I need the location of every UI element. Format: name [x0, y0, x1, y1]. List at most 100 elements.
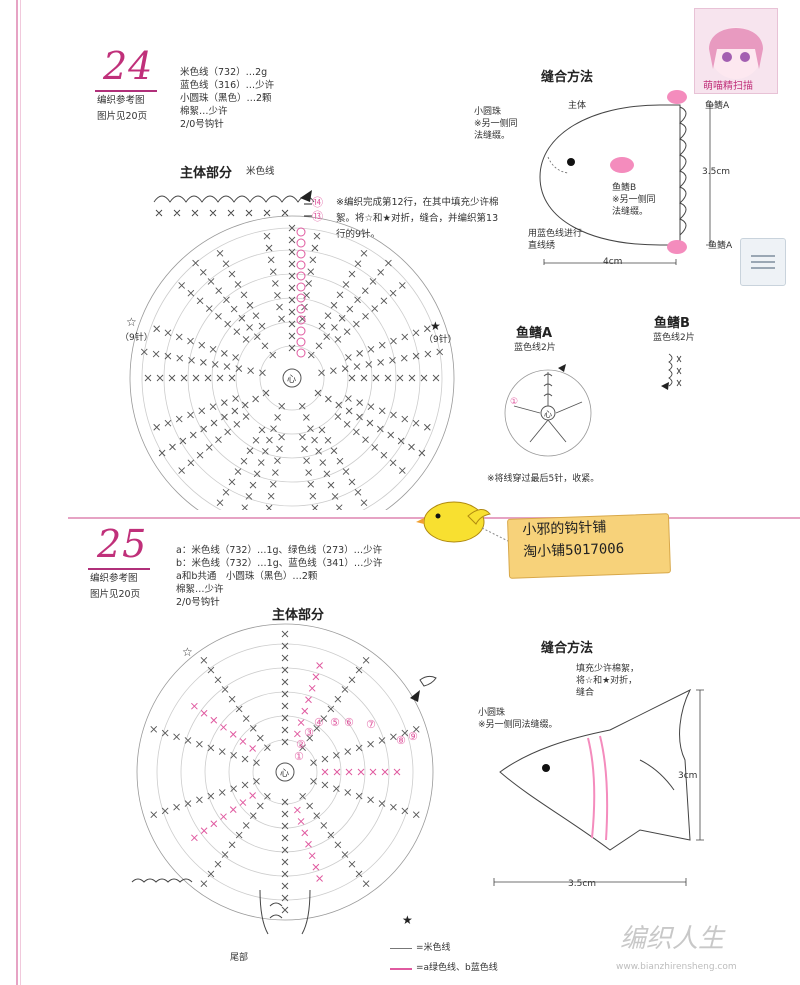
stitch-mark	[281, 714, 289, 722]
stitch-mark	[341, 686, 349, 693]
stitch-mark	[327, 481, 335, 489]
stitch-mark	[205, 444, 213, 451]
legend-beige-line	[390, 948, 412, 949]
stitch-mark	[348, 676, 356, 684]
stitch-mark	[233, 420, 241, 428]
stitch-mark	[408, 443, 415, 451]
stitch-mark	[224, 428, 231, 436]
stitch-mark	[397, 437, 405, 445]
stitch-mark	[360, 374, 368, 382]
stitch-mark	[312, 673, 320, 681]
right-stitch-count: （9针）	[424, 333, 457, 345]
stitch-mark	[207, 278, 215, 285]
stitch-mark	[253, 759, 260, 767]
stitch-mark	[264, 792, 271, 800]
sew-fin-a-top-label: 鱼鳍A	[705, 101, 730, 111]
stitch-mark	[307, 351, 315, 359]
stitch-mark	[398, 467, 406, 474]
stitch-mark	[311, 504, 319, 510]
stitch-mark	[161, 729, 169, 737]
stitch-mark	[288, 332, 296, 340]
center-label: 心	[280, 768, 289, 779]
stitch-mark	[330, 367, 337, 375]
stitch-mark	[278, 315, 285, 323]
material-item: 棉絮…少许	[176, 584, 224, 595]
stitch-mark	[281, 858, 289, 866]
white-star-icon: ☆	[126, 315, 137, 329]
page-margin-line	[16, 0, 18, 985]
fin-a-center: 心	[544, 410, 552, 419]
stitch-mark	[288, 260, 296, 268]
stitch-mark	[270, 425, 277, 433]
stitch-mark	[367, 796, 374, 804]
stitch-mark	[281, 654, 289, 662]
stitch-mark	[369, 278, 377, 285]
stitch-mark	[299, 792, 306, 800]
stitch-mark	[333, 785, 340, 793]
stitch-mark	[281, 690, 289, 698]
stitch-mark	[377, 425, 384, 433]
avatar-caption: 萌喵精扫描	[703, 79, 753, 92]
stitch-mark	[385, 259, 392, 267]
fin-b-diagram	[661, 353, 682, 390]
stitch-mark	[301, 829, 309, 837]
stitch-mark	[276, 303, 283, 311]
stitch-mark	[319, 459, 327, 466]
stitch-mark	[210, 820, 218, 828]
stitch-mark	[262, 447, 269, 455]
fin-a-subtitle: 蓝色线2片	[514, 343, 556, 353]
stitch-mark	[221, 851, 229, 858]
stitch-mark	[249, 481, 257, 489]
stitch-mark	[330, 447, 338, 455]
stitch-mark	[246, 447, 254, 455]
stitch-mark	[353, 363, 361, 370]
stitch-mark	[179, 437, 187, 445]
stitch-mark	[200, 425, 207, 433]
stitch-mark	[334, 336, 342, 343]
stitch-mark	[200, 827, 208, 835]
material-item: 米色线（732）…2g	[180, 67, 268, 78]
stitch-mark	[216, 374, 224, 382]
stitch-mark	[378, 407, 386, 415]
stitch-mark	[262, 389, 270, 397]
pattern-24-main-title: 主体部分	[180, 166, 233, 181]
stitch-mark	[367, 403, 375, 411]
stitch-mark	[264, 744, 271, 752]
stitch-mark	[274, 457, 281, 465]
stitch-mark	[281, 726, 289, 734]
material-item: 小圆珠（黑色）…2颗	[180, 93, 272, 104]
stitch-mark	[377, 359, 384, 366]
stitch-mark	[346, 305, 354, 313]
stitch-mark	[401, 415, 409, 423]
stitch-mark	[176, 354, 184, 362]
stitch-mark	[336, 457, 344, 465]
stitch-mark	[321, 781, 329, 789]
stitch-mark	[281, 906, 289, 914]
stitch-mark	[191, 834, 198, 842]
stitch-mark	[389, 289, 397, 297]
stitch-mark	[345, 407, 353, 415]
stitch-mark	[209, 345, 217, 353]
stitch-mark	[342, 281, 350, 288]
stitch-mark	[252, 437, 260, 444]
stitch-mark	[315, 342, 323, 350]
stitch-mark	[265, 504, 273, 510]
stitch-mark	[187, 411, 194, 419]
stitch-mark	[307, 268, 315, 275]
stitch-mark	[371, 305, 379, 312]
stitch-mark	[234, 468, 242, 475]
material-item: 蓝色线（316）…少许	[180, 80, 275, 91]
stitch-mark	[436, 348, 444, 356]
stitch-mark	[355, 666, 363, 674]
watermark-logo: 编织人生	[620, 924, 725, 954]
stitch-mark	[211, 361, 219, 368]
center-label: 心	[287, 374, 296, 385]
pattern-24-ref-title: 编织参考图	[97, 95, 145, 106]
stitch-mark	[235, 705, 243, 713]
stitch-mark	[191, 702, 198, 710]
stitch-mark	[229, 731, 237, 738]
stitch-mark	[345, 395, 352, 402]
pattern-25-number: 25	[97, 522, 148, 566]
menu-button[interactable]	[740, 238, 786, 286]
sew-blue-label: 用蓝色线进行 直线绣	[528, 229, 583, 251]
